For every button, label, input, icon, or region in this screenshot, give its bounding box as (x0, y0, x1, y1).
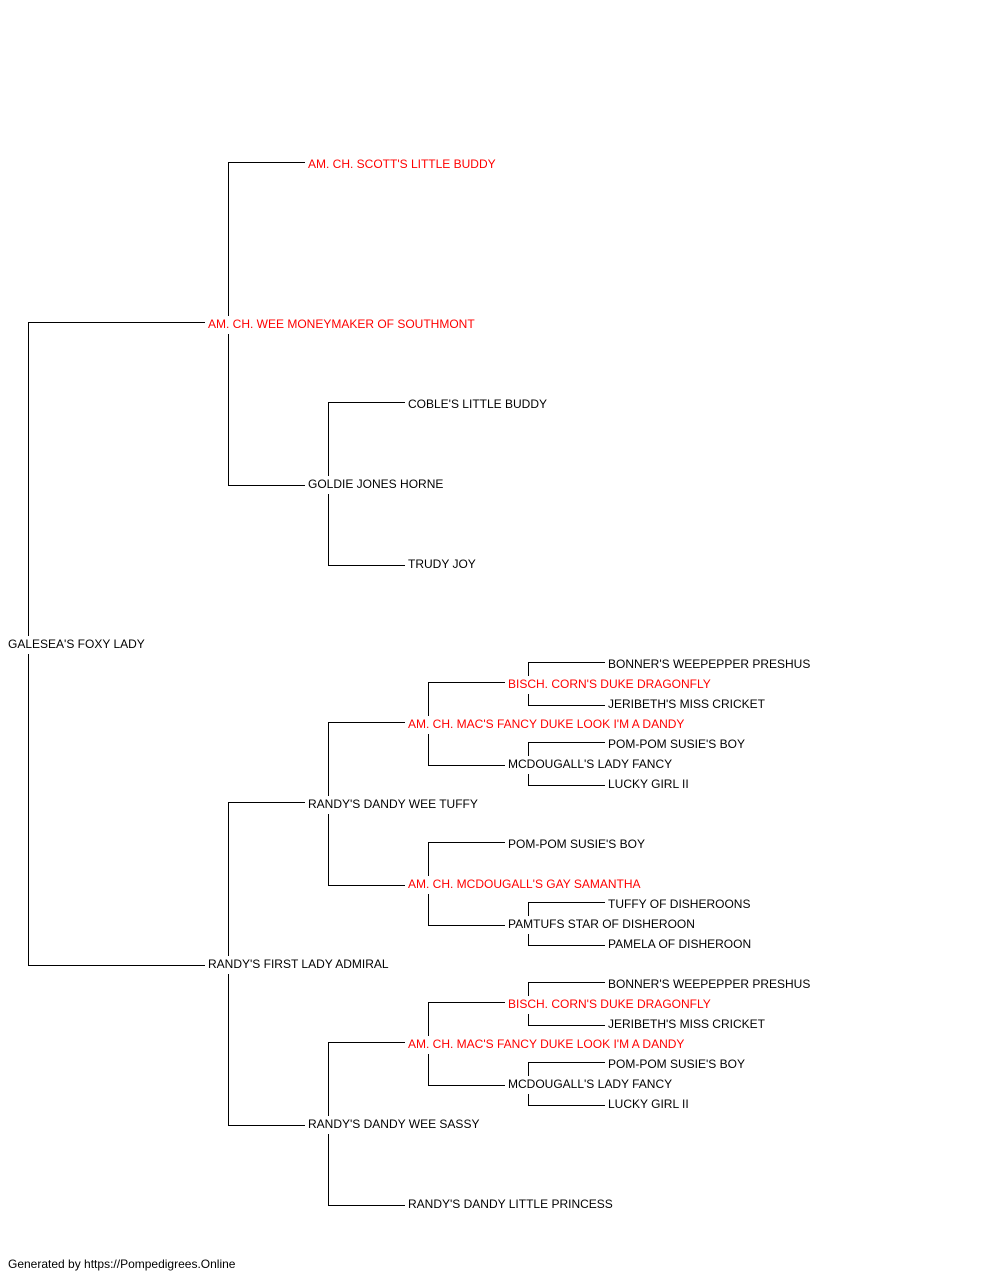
pedigree-node-dam-dam-sire: AM. CH. MAC'S FANCY DUKE LOOK I'M A DAND… (408, 1037, 685, 1051)
pedigree-node-dam-dam-sire-dam-dam: LUCKY GIRL II (608, 1097, 689, 1111)
pedigree-node-root: GALESEA'S FOXY LADY (8, 637, 145, 651)
pedigree-node-dam-dam-sire-dam-sire: POM-POM SUSIE'S BOY (608, 1057, 745, 1071)
pedigree-node-dam-dam-dam: RANDY'S DANDY LITTLE PRINCESS (408, 1197, 613, 1211)
pedigree-node-dam-sire-sire-dam-sire: POM-POM SUSIE'S BOY (608, 737, 745, 751)
pedigree-node-dam-sire-dam-dam: PAMTUFS STAR OF DISHEROON (508, 917, 695, 931)
pedigree-node-sire: AM. CH. WEE MONEYMAKER OF SOUTHMONT (208, 317, 475, 331)
pedigree-node-dam-sire-dam-sire: POM-POM SUSIE'S BOY (508, 837, 645, 851)
pedigree-node-sire-sire: AM. CH. SCOTT'S LITTLE BUDDY (308, 157, 496, 171)
generated-by-footer: Generated by https://Pompedigrees.Online (8, 1257, 236, 1271)
pedigree-node-sire-dam: GOLDIE JONES HORNE (308, 477, 444, 491)
pedigree-node-dam-sire-sire-dam: MCDOUGALL'S LADY FANCY (508, 757, 673, 771)
pedigree-node-dam: RANDY'S FIRST LADY ADMIRAL (208, 957, 389, 971)
pedigree-node-dam-sire-dam-dam-dam: PAMELA OF DISHEROON (608, 937, 752, 951)
pedigree-node-dam-sire: RANDY'S DANDY WEE TUFFY (308, 797, 478, 811)
pedigree-node-dam-dam-sire-sire-dam: JERIBETH'S MISS CRICKET (608, 1017, 765, 1031)
pedigree-node-dam-dam-sire-sire: BISCH. CORN'S DUKE DRAGONFLY (508, 997, 711, 1011)
pedigree-node-sire-dam-dam: TRUDY JOY (408, 557, 476, 571)
pedigree-node-dam-dam: RANDY'S DANDY WEE SASSY (308, 1117, 480, 1131)
pedigree-node-dam-sire-sire-sire-sire: BONNER'S WEEPEPPER PRESHUS (608, 657, 811, 671)
pedigree-node-dam-sire-dam: AM. CH. MCDOUGALL'S GAY SAMANTHA (408, 877, 641, 891)
pedigree-node-dam-sire-sire-dam-dam: LUCKY GIRL II (608, 777, 689, 791)
pedigree-node-sire-dam-sire: COBLE'S LITTLE BUDDY (408, 397, 547, 411)
pedigree-node-dam-sire-sire: AM. CH. MAC'S FANCY DUKE LOOK I'M A DAND… (408, 717, 685, 731)
pedigree-node-dam-dam-sire-sire-sire: BONNER'S WEEPEPPER PRESHUS (608, 977, 811, 991)
pedigree-node-dam-dam-sire-dam: MCDOUGALL'S LADY FANCY (508, 1077, 673, 1091)
pedigree-node-dam-sire-sire-sire-dam: JERIBETH'S MISS CRICKET (608, 697, 765, 711)
pedigree-node-dam-sire-dam-dam-sire: TUFFY OF DISHEROONS (608, 897, 751, 911)
pedigree-node-dam-sire-sire-sire: BISCH. CORN'S DUKE DRAGONFLY (508, 677, 711, 691)
